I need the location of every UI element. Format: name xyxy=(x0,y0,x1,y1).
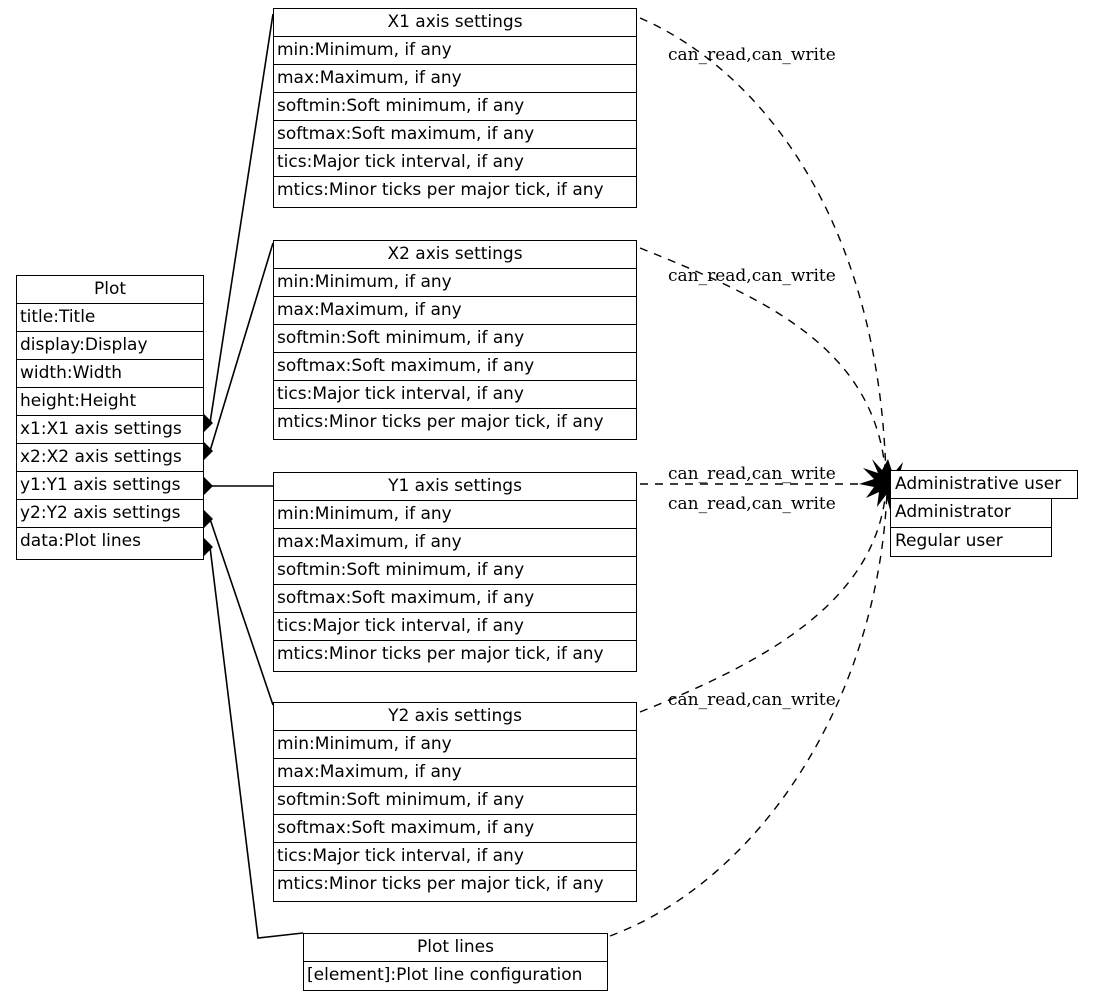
class-title-x2-axis: X2 axis settings xyxy=(274,241,636,269)
attr-x1-min: min:Minimum, if any xyxy=(274,37,636,65)
edge-plot-y2 xyxy=(209,518,274,706)
attr-x1-tics: tics:Major tick interval, if any xyxy=(274,149,636,177)
attr-plot-width: width:Width xyxy=(17,360,203,388)
edge-label-y1-permissions: can_read,can_write xyxy=(668,464,836,484)
class-title-y2-axis: Y2 axis settings xyxy=(274,703,636,731)
class-title-administrative-user: Administrative user xyxy=(890,470,1078,499)
attr-x2-mtics: mtics:Minor ticks per major tick, if any xyxy=(277,412,604,432)
attr-y2-mtics: mtics:Minor ticks per major tick, if any xyxy=(277,874,604,894)
attr-plot-display: display:Display xyxy=(17,332,203,360)
edge-plotlines-admin xyxy=(609,491,888,937)
edge-label-y2-permissions: can_read,can_write xyxy=(668,494,836,514)
class-box-x2-axis-settings[interactable]: X2 axis settings min:Minimum, if any max… xyxy=(273,240,637,440)
attr-x2-tics: tics:Major tick interval, if any xyxy=(274,381,636,409)
attr-y2-softmin: softmin:Soft minimum, if any xyxy=(274,787,636,815)
class-title-x1-axis: X1 axis settings xyxy=(274,9,636,37)
attr-x2-softmin: softmin:Soft minimum, if any xyxy=(274,325,636,353)
edge-plot-x2 xyxy=(209,242,274,452)
attr-x1-max: max:Maximum, if any xyxy=(274,65,636,93)
attr-plot-title: title:Title xyxy=(17,304,203,332)
edge-label-x1-permissions: can_read,can_write xyxy=(668,45,836,65)
class-title-y1-axis: Y1 axis settings xyxy=(274,473,636,501)
attr-plot-x1: x1:X1 axis settings xyxy=(17,416,203,444)
edge-label-plotlines-permissions: can_read,can_write xyxy=(668,690,836,710)
class-box-x1-axis-settings[interactable]: X1 axis settings min:Minimum, if any max… xyxy=(273,8,637,208)
class-title-plot-lines: Plot lines xyxy=(304,934,607,962)
attr-admin-administrator: Administrator xyxy=(890,499,1052,528)
attr-y2-tics: tics:Major tick interval, if any xyxy=(274,843,636,871)
attr-plot-height: height:Height xyxy=(17,388,203,416)
attr-plot-x2: x2:X2 axis settings xyxy=(17,444,203,472)
attr-x1-softmax: softmax:Soft maximum, if any xyxy=(274,121,636,149)
attr-x1-mtics: mtics:Minor ticks per major tick, if any xyxy=(277,180,604,200)
attr-y1-softmin: softmin:Soft minimum, if any xyxy=(274,557,636,585)
attr-plot-data: data:Plot lines xyxy=(20,531,142,551)
attr-plotlines-element: [element]:Plot line configuration xyxy=(307,965,583,985)
class-title-plot: Plot xyxy=(17,276,203,304)
edge-x1-admin xyxy=(639,17,887,479)
attr-x1-softmin: softmin:Soft minimum, if any xyxy=(274,93,636,121)
attr-y1-mtics: mtics:Minor ticks per major tick, if any xyxy=(277,644,604,664)
attr-plot-y2: y2:Y2 axis settings xyxy=(17,500,203,528)
class-box-plot-lines[interactable]: Plot lines [element]:Plot line configura… xyxy=(303,933,608,991)
class-box-y2-axis-settings[interactable]: Y2 axis settings min:Minimum, if any max… xyxy=(273,702,637,902)
attr-admin-regular-user: Regular user xyxy=(890,528,1052,557)
class-box-administrative-user[interactable]: Administrative user Administrator Regula… xyxy=(890,470,1078,557)
attr-y1-max: max:Maximum, if any xyxy=(274,529,636,557)
attr-plot-y1: y1:Y1 axis settings xyxy=(17,472,203,500)
attr-y2-softmax: softmax:Soft maximum, if any xyxy=(274,815,636,843)
attr-y2-max: max:Maximum, if any xyxy=(274,759,636,787)
attr-y1-softmax: softmax:Soft maximum, if any xyxy=(274,585,636,613)
attr-y1-min: min:Minimum, if any xyxy=(274,501,636,529)
attr-y1-tics: tics:Major tick interval, if any xyxy=(274,613,636,641)
edge-label-x2-permissions: can_read,can_write xyxy=(668,266,836,286)
class-box-y1-axis-settings[interactable]: Y1 axis settings min:Minimum, if any max… xyxy=(273,472,637,672)
attr-x2-softmax: softmax:Soft maximum, if any xyxy=(274,353,636,381)
edge-y2-admin xyxy=(639,489,887,713)
class-box-plot[interactable]: Plot title:Title display:Display width:W… xyxy=(16,275,204,560)
attr-x2-max: max:Maximum, if any xyxy=(274,297,636,325)
edge-plot-x1 xyxy=(209,13,274,424)
attr-y2-min: min:Minimum, if any xyxy=(274,731,636,759)
attr-x2-min: min:Minimum, if any xyxy=(274,269,636,297)
